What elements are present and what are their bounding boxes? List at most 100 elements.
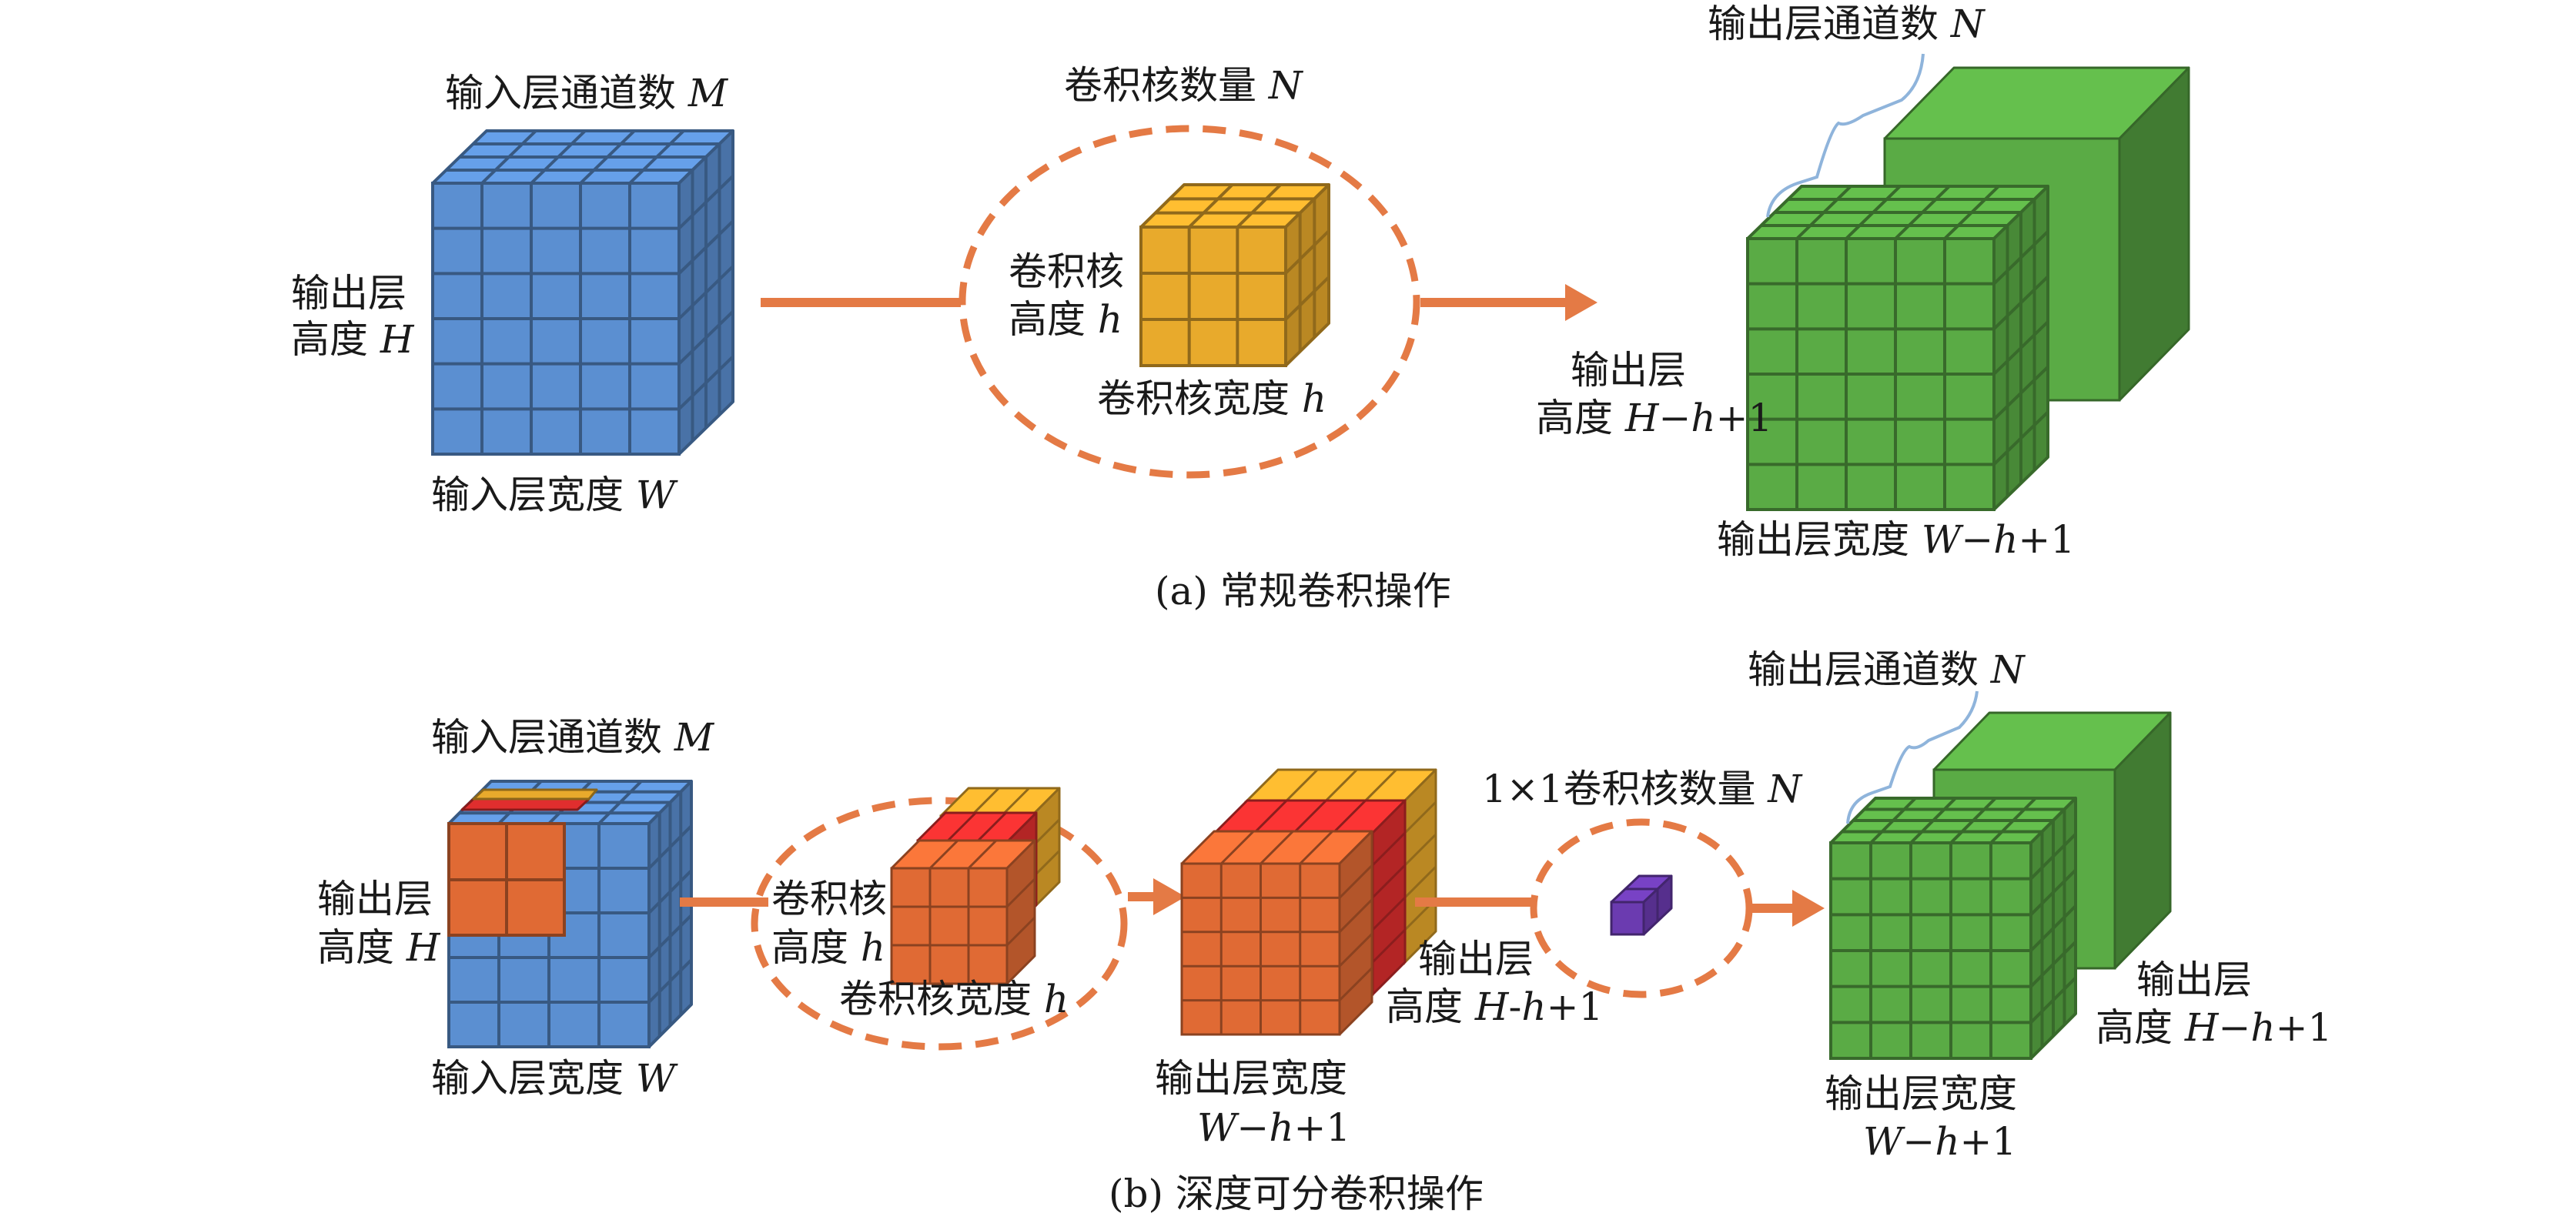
a-output-cube-topcol	[1894, 185, 1951, 240]
a-kernel-ellipse	[958, 125, 1420, 479]
a-output-brace	[1766, 53, 1925, 218]
b-output-cube-siderow	[2029, 941, 2077, 988]
a-output-cube	[1746, 185, 2049, 511]
a-input-cube-siderow	[677, 175, 734, 230]
b-kernel-height-label: 卷积核	[771, 877, 887, 921]
diagram-shapes	[431, 53, 2190, 1060]
a-output-height-label: 输出层	[1571, 348, 1686, 393]
b-mid-orange-topcol	[1220, 830, 1255, 865]
b-pointwise-cube	[1610, 874, 1673, 936]
b-output-cube	[1829, 797, 2077, 1060]
b-output-height-label-2: 高度 H−h+1	[2096, 1005, 2332, 1050]
b-mid-orange-topcol	[1299, 830, 1333, 865]
b-output-cube-siderow	[2029, 904, 2077, 952]
a-kernel-cube-front	[1139, 226, 1287, 367]
b-mid-yellow-siderow	[1402, 833, 1437, 868]
panel-b-labels: 输入层通道数 M 输出层 高度 H 输入层宽度 W 卷积核 高度 h 卷积核宽度…	[317, 647, 2332, 1216]
b-output-cube-siderow	[2029, 868, 2077, 916]
b-output-cube-topcol	[1989, 797, 2037, 844]
b-output-cube-siderow	[2029, 833, 2077, 881]
b-mid-orange-siderow	[1338, 864, 1373, 899]
b-arrow-2-head	[1153, 878, 1186, 915]
b-pointwise-count-label: 1×1卷积核数量 N	[1482, 767, 1803, 811]
a-kernel-cube	[1139, 183, 1330, 367]
a-kernel-cube-siderow	[1284, 276, 1330, 321]
b-kernel-yellow-topcol	[1000, 787, 1030, 817]
a-output-channels-label: 输出层通道数 N	[1708, 2, 1986, 46]
b-mid-red-side	[1371, 799, 1407, 996]
a-arrow-right-head	[1565, 284, 1597, 321]
b-input-cube-siderow	[647, 958, 693, 1004]
b-mid-width-label-2: W−h+1	[1197, 1105, 1350, 1150]
b-mid-yellow-topcol	[1323, 768, 1358, 804]
b-mid-orange-siderow	[1338, 898, 1373, 933]
b-input-channels-label: 输入层通道数 M	[431, 715, 715, 760]
a-output-cube-siderow	[1992, 366, 2049, 421]
a-output-cube-topcol	[1845, 185, 1902, 240]
b-kernel-width-label: 卷积核宽度 h	[839, 977, 1069, 1021]
a-output-width-label: 输出层宽度 W−h+1	[1717, 517, 2075, 562]
b-input-red-strip	[460, 797, 590, 811]
a-input-cube-siderow	[677, 310, 734, 366]
b-mid-orange-siderow	[1338, 967, 1373, 1001]
a-input-cube-siderow	[677, 219, 734, 275]
a-output-cube-topcol	[1943, 185, 2000, 240]
b-input-height-label-2: 高度 H	[317, 925, 441, 970]
panel-a-labels: 输入层通道数 M 输出层 高度 H 输入层宽度 W 卷积核数量 N 卷积核 高度…	[291, 2, 2075, 613]
a-kernel-width-label: 卷积核宽度 h	[1097, 376, 1326, 421]
b-output-cube-topcol	[1869, 797, 1917, 844]
a-input-cube-siderow	[677, 265, 734, 320]
b-mid-orange	[1180, 830, 1373, 1036]
b-output-width-label-2: W−h+1	[1863, 1119, 2016, 1164]
b-mid-yellow-siderow	[1402, 801, 1437, 836]
b-arrow-4-head	[1792, 890, 1825, 927]
a-input-cube-topcol	[628, 129, 685, 185]
a-output-cube-siderow	[1992, 275, 2049, 330]
b-mid-red-siderow	[1371, 928, 1407, 964]
a-output-height-label-2: 高度 H−h+1	[1536, 396, 1772, 440]
b-kernel-orange-front	[890, 867, 1009, 985]
b-input-cube-siderow	[647, 869, 693, 914]
b-kernel-orange-topcol	[928, 839, 959, 870]
b-output-cube-topcol	[1949, 797, 1997, 844]
b-mid-red-siderow	[1371, 831, 1407, 867]
a-output-cube-siderow	[1992, 230, 2049, 286]
b-mid-orange-siderow	[1338, 933, 1373, 968]
b-output-height-label: 输出层	[2136, 958, 2252, 1002]
b-mid-yellow-topcol	[1363, 768, 1397, 804]
b-mid-height-label: 输出层	[1418, 937, 1534, 981]
b-mid-height-label-2: 高度 H-h+1	[1386, 984, 1603, 1029]
a-output-cube-topcol	[1795, 185, 1852, 240]
b-mid-yellow-side	[1402, 768, 1437, 965]
b-mid-red-siderow	[1371, 896, 1407, 931]
b-input-cube-topcol	[597, 780, 643, 825]
a-kernel-height-label: 卷积核	[1009, 249, 1124, 294]
a-input-cube-topcol	[579, 129, 636, 185]
a-output-cube-siderow	[1992, 410, 2049, 466]
b-mid-red-siderow	[1371, 864, 1407, 899]
b-mid-yellow-siderow	[1402, 865, 1437, 901]
b-caption: (b) 深度可分卷积操作	[1109, 1172, 1484, 1216]
b-kernel-orange-siderow	[1005, 916, 1036, 947]
b-mid-width-label: 输出层宽度	[1155, 1056, 1347, 1101]
b-mid-orange-side	[1338, 830, 1373, 1036]
b-kernel-ellipse	[751, 797, 1128, 1051]
a-input-cube	[431, 129, 734, 456]
a-kernel-count-label: 卷积核数量 N	[1064, 63, 1304, 108]
b-input-width-label: 输入层宽度 W	[431, 1056, 678, 1101]
a-input-height-label-2: 高度 H	[291, 317, 415, 362]
a-kernel-cube-siderow	[1284, 229, 1330, 275]
a-kernel-height-label-2: 高度 h	[1009, 297, 1122, 342]
b-output-channels-label: 输出层通道数 N	[1748, 647, 2026, 692]
a-input-width-label: 输入层宽度 W	[431, 473, 678, 517]
b-output-width-label: 输出层宽度	[1825, 1071, 2017, 1116]
a-output-cube-siderow	[1992, 320, 2049, 376]
b-kernel-orange	[890, 839, 1036, 985]
b-output-cube-topcol	[1909, 797, 1957, 844]
b-kernel-orange-siderow	[1005, 877, 1036, 908]
a-caption: (a) 常规卷积操作	[1155, 569, 1451, 613]
a-input-cube-topcol	[530, 129, 587, 185]
b-output-cube-siderow	[2029, 976, 2077, 1024]
b-input-cube-siderow	[647, 824, 693, 870]
b-input-height-label: 输出层	[317, 877, 433, 921]
